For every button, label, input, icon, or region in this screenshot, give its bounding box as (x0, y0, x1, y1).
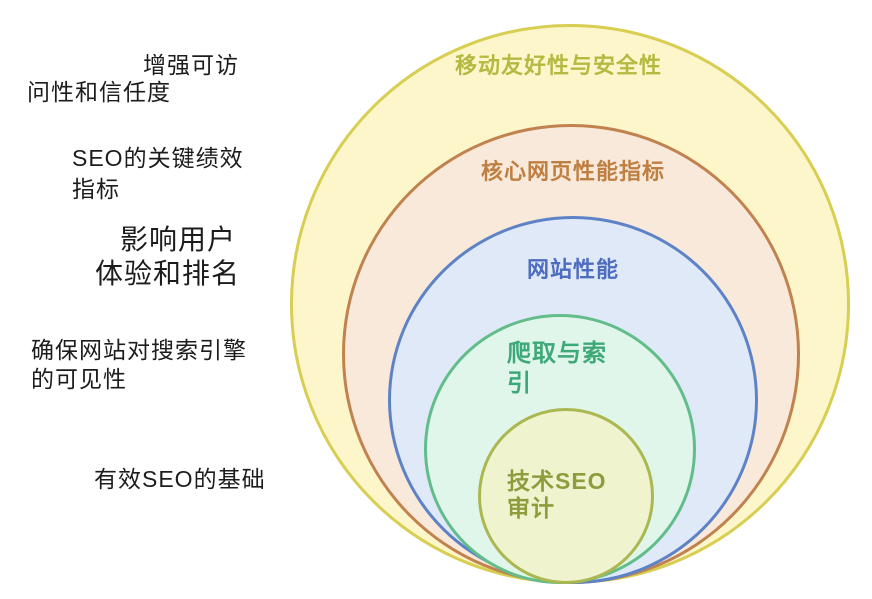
side-note-search-visibility-line2: 的可见性 (31, 366, 127, 392)
ring-label-mobile-friendliness-security: 移动友好性与安全性 (455, 53, 663, 78)
side-note-accessibility-trust-line2: 问性和信任度 (27, 79, 171, 105)
ring-label-core-web-vitals: 核心网页性能指标 (481, 159, 666, 184)
side-note-ux-ranking-line2: 体验和排名 (95, 258, 241, 289)
ring-label-line: 审计 (507, 495, 555, 521)
ring-label-crawling-indexing: 爬取与索 引 (507, 339, 607, 399)
side-note-seo-kpi-line1: SEO的关键绩效 (72, 145, 244, 171)
ring-label-technical-seo-audit: 技术SEO 审计 (507, 468, 607, 522)
side-note-seo-kpi-line2: 指标 (72, 176, 120, 202)
ring-technical-seo-audit (478, 408, 654, 584)
side-note-accessibility-trust-line1: 增强可访 (143, 52, 239, 78)
side-note-seo-foundation: 有效SEO的基础 (94, 466, 266, 492)
ring-label-line: 技术SEO (507, 468, 607, 494)
ring-label-line: 爬取与索 (507, 340, 607, 367)
side-note-ux-ranking-line1: 影响用户 (120, 224, 237, 255)
side-note-search-visibility-line1: 确保网站对搜索引擎 (31, 337, 247, 363)
ring-label-line: 引 (507, 370, 532, 397)
ring-label-site-performance: 网站性能 (527, 257, 620, 282)
